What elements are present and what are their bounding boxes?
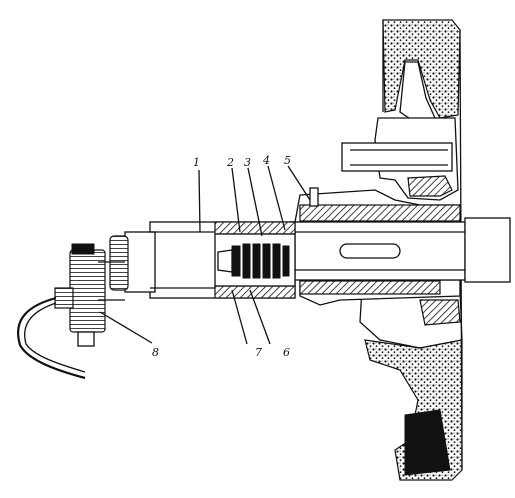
callout-3: 3 <box>244 156 251 169</box>
callout-4: 4 <box>262 154 270 167</box>
wheel-lower-web <box>404 409 451 476</box>
cable-gland <box>54 287 74 309</box>
callout-2: 2 <box>226 156 234 169</box>
callout-1: 1 <box>193 156 200 169</box>
sensor-unit <box>54 243 125 347</box>
coil-spring <box>231 243 290 279</box>
shaft-keyway <box>339 243 401 259</box>
main-shaft <box>289 217 511 283</box>
wheel-upper-rim <box>382 19 461 119</box>
sensor-cable <box>17 296 86 380</box>
wheel-upper-hub-hatch <box>407 175 453 197</box>
upper-stub-shaft <box>341 142 453 172</box>
plunger-tip <box>217 249 233 273</box>
end-nut <box>109 235 129 291</box>
wheel-lower-hub-hatch <box>419 299 461 326</box>
callout-8: 8 <box>152 346 159 359</box>
callout-6: 6 <box>283 346 290 359</box>
callout-5: 5 <box>284 154 291 167</box>
sensor-cable-inner <box>24 302 86 373</box>
callout-7: 7 <box>255 346 262 359</box>
grease-fitting <box>309 187 319 207</box>
spring-cavity <box>214 221 296 299</box>
wheel-assembly <box>359 19 463 481</box>
leader-lines <box>99 165 311 345</box>
